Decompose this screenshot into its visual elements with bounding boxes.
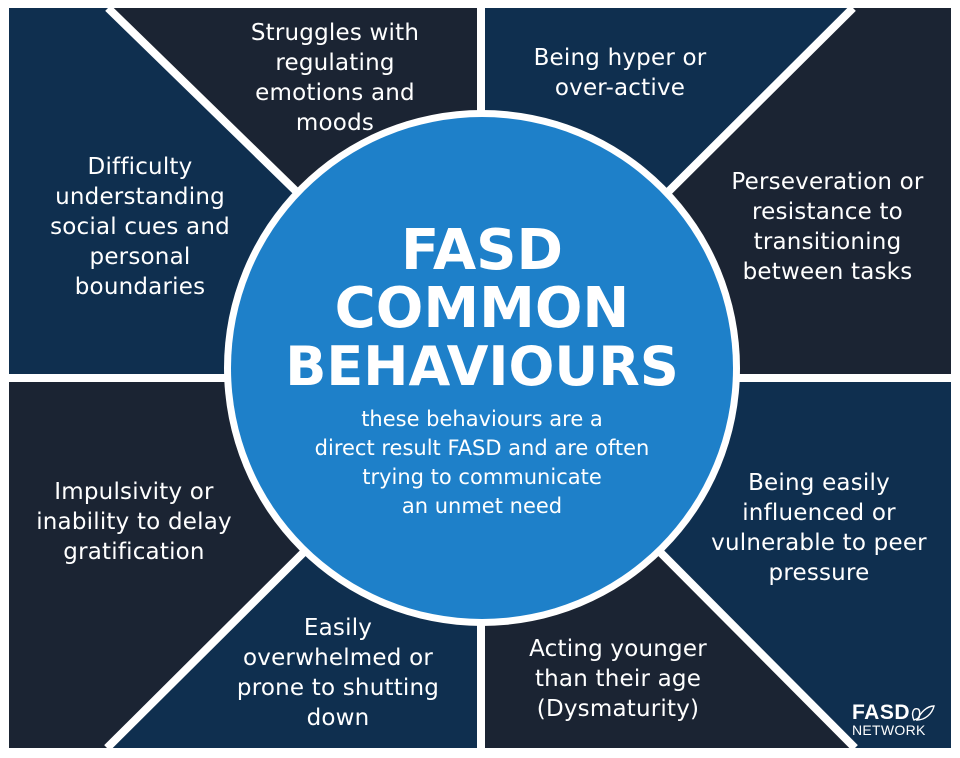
title-line-1: FASD [401,218,563,283]
panel-influenced [660,382,951,748]
behaviour-line: gratification [63,539,205,565]
behaviour-impulsivity: Impulsivity or inability to delay gratif… [14,477,254,567]
behaviour-line: Being easily [748,470,890,496]
behaviour-line: pressure [768,560,870,586]
behaviour-line: emotions and [255,80,415,106]
logo-text-fasd: FASD [852,701,911,724]
logo-text-network: NETWORK [852,722,926,738]
subtitle-line: an unmet need [401,494,563,518]
behaviour-hyper: Being hyper or over-active [500,43,740,103]
behaviour-perseveration: Perseveration or resistance to transitio… [705,167,950,287]
panel-dysmaturity [485,552,855,748]
subtitle-line: trying to communicate [362,465,602,489]
behaviour-line: Being hyper or [533,45,707,71]
behaviour-line: moods [295,110,375,136]
behaviour-influenced: Being easily influenced or vulnerable to… [688,468,950,588]
panel-emotions [108,8,477,197]
behaviour-line: transitioning [753,229,902,255]
behaviour-social-cues: Difficulty understanding social cues and… [20,152,260,302]
behaviour-line: influenced or [742,500,896,526]
behaviour-line: personal [89,244,191,270]
behaviour-line: Acting younger [529,636,707,662]
behaviour-line: Easily [303,615,373,641]
behaviour-line: social cues and [50,214,230,240]
behaviour-line: regulating [275,50,395,76]
behaviour-dysmaturity: Acting younger than their age (Dysmaturi… [498,634,738,724]
behaviour-line: over-active [554,75,686,101]
behaviour-line: than their age [534,666,702,692]
behaviour-line: boundaries [74,274,206,300]
behaviour-line: Perseveration or [731,169,924,195]
behaviour-line: Struggles with [250,20,420,46]
subtitle-line: direct result FASD and are often [314,436,650,460]
behaviour-line: down [306,705,370,731]
behaviour-overwhelmed: Easily overwhelmed or prone to shutting … [218,613,458,733]
panel-hyper [485,8,853,200]
behaviour-line: Difficulty [87,154,193,180]
page-title: FASD COMMON BEHAVIOURS [232,222,732,396]
subtitle-line: these behaviours are a [361,407,603,431]
behaviour-line: overwhelmed or [242,645,433,671]
fasd-network-logo: FASD NETWORK [852,701,935,738]
behaviour-line: inability to delay [36,509,232,535]
title-line-3: BEHAVIOURS [285,335,679,398]
behaviour-line: between tasks [742,259,913,285]
heart-leaf-icon [911,705,935,721]
panel-overwhelmed [107,553,477,748]
behaviour-line: Impulsivity or [54,479,214,505]
panel-impulsivity [9,382,303,748]
title-line-2: COMMON [334,276,630,341]
behaviour-emotions: Struggles with regulating emotions and m… [215,18,455,138]
behaviour-line: (Dysmaturity) [536,696,700,722]
panel-social-cues [9,8,302,374]
behaviour-line: understanding [55,184,225,210]
panel-perseveration [660,8,951,374]
behaviour-line: vulnerable to peer [711,530,927,556]
behaviour-line: resistance to [752,199,903,225]
subtitle: these behaviours are a direct result FAS… [232,405,732,521]
behaviour-line: prone to shutting [236,675,440,701]
